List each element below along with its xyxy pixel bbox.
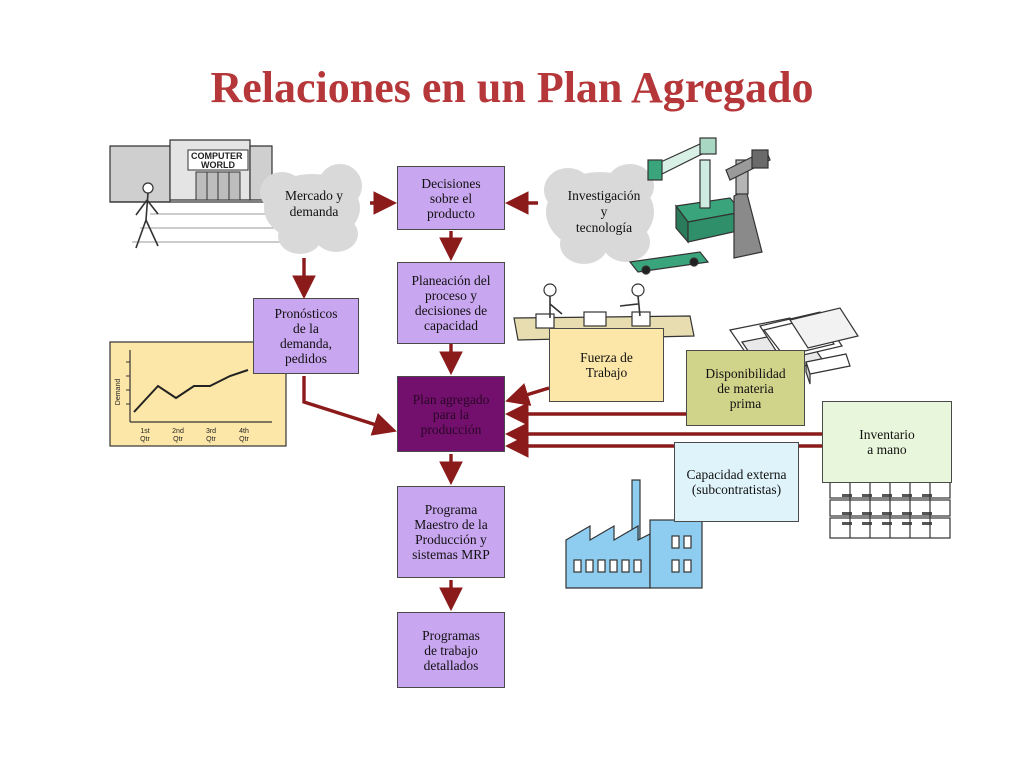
inventory-on-hand-box: Inventario a mano [822, 401, 952, 483]
inventory-shelves-illustration [829, 481, 951, 539]
master-production-schedule-box: Programa Maestro de la Producción y sist… [397, 486, 505, 578]
robot-arm-illustration [628, 137, 771, 275]
research-cloud-shape [544, 164, 654, 264]
arrow-forecasts-to-aggregate [302, 376, 397, 436]
research-technology-cloud-label: Investigación y tecnología [567, 188, 641, 235]
aggregate-plan-box: Plan agregado para la producción [397, 376, 505, 452]
external-capacity-box: Capacidad externa (subcontratistas) [674, 442, 799, 522]
arrow-labor-to-aggregate [505, 383, 550, 406]
factory-illustration [565, 479, 703, 589]
market-cloud-shape [260, 164, 362, 254]
product-decisions-box: Decisiones sobre el producto [397, 166, 505, 230]
demand-forecasts-box: Pronósticos de la demanda, pedidos [253, 298, 359, 374]
market-demand-cloud-label: Mercado y demanda [284, 188, 344, 219]
labor-force-box: Fuerza de Trabajo [549, 328, 664, 402]
raw-material-availability-box: Disponibilidad de materia prima [686, 350, 805, 426]
slide-title: Relaciones en un Plan Agregado [210, 63, 814, 112]
process-planning-box: Planeación del proceso y decisiones de c… [397, 262, 505, 344]
computer-store-illustration [109, 139, 300, 249]
demand-chart-ylabel: Demand [115, 379, 122, 406]
detailed-work-schedules-box: Programas de trabajo detallados [397, 612, 505, 688]
building-sign-text: COMPUTER WORLD [191, 151, 245, 170]
